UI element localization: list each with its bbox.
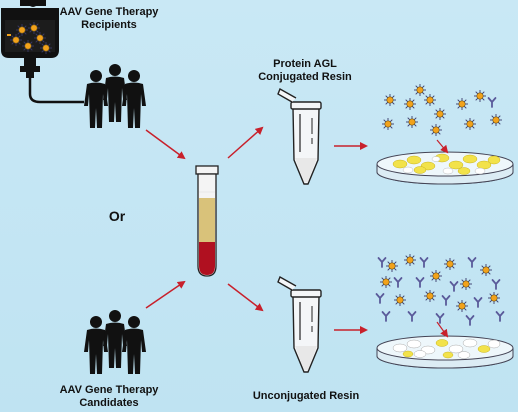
conjugated-resin-label-sub: Conjugated Resin: [258, 71, 352, 83]
microcentrifuge-tube-icon: [277, 276, 322, 373]
arrow-icon: [227, 126, 264, 159]
antibody-icon: [487, 97, 497, 108]
unconjugated-resin-label: Unconjugated Resin: [252, 390, 360, 402]
arrow-icon: [227, 283, 264, 312]
petri-dish-icon: [376, 335, 514, 369]
petri-dish-icon: [376, 151, 514, 185]
conjugated-resin-label: Protein AGL: [273, 58, 337, 70]
arrow-icon: [436, 321, 449, 338]
microcentrifuge-tube-icon: [277, 88, 322, 185]
blood-tube-icon: [195, 165, 219, 277]
recipients-label-sub: Recipients: [81, 19, 137, 31]
candidates-label: AAV Gene Therapy: [59, 384, 159, 396]
recipients-label: AAV Gene Therapy: [59, 6, 159, 18]
aav-particle-icon: [381, 83, 503, 137]
people-group-icon: [84, 64, 146, 128]
arrow-icon: [145, 280, 186, 309]
or-label: Or: [108, 208, 126, 224]
people-group-icon: [84, 310, 146, 374]
candidates-label-sub: Candidates: [79, 397, 139, 409]
iv-bag-icon: [1, 0, 84, 104]
arrow-icon: [145, 129, 186, 160]
arrow-icon: [436, 139, 449, 154]
